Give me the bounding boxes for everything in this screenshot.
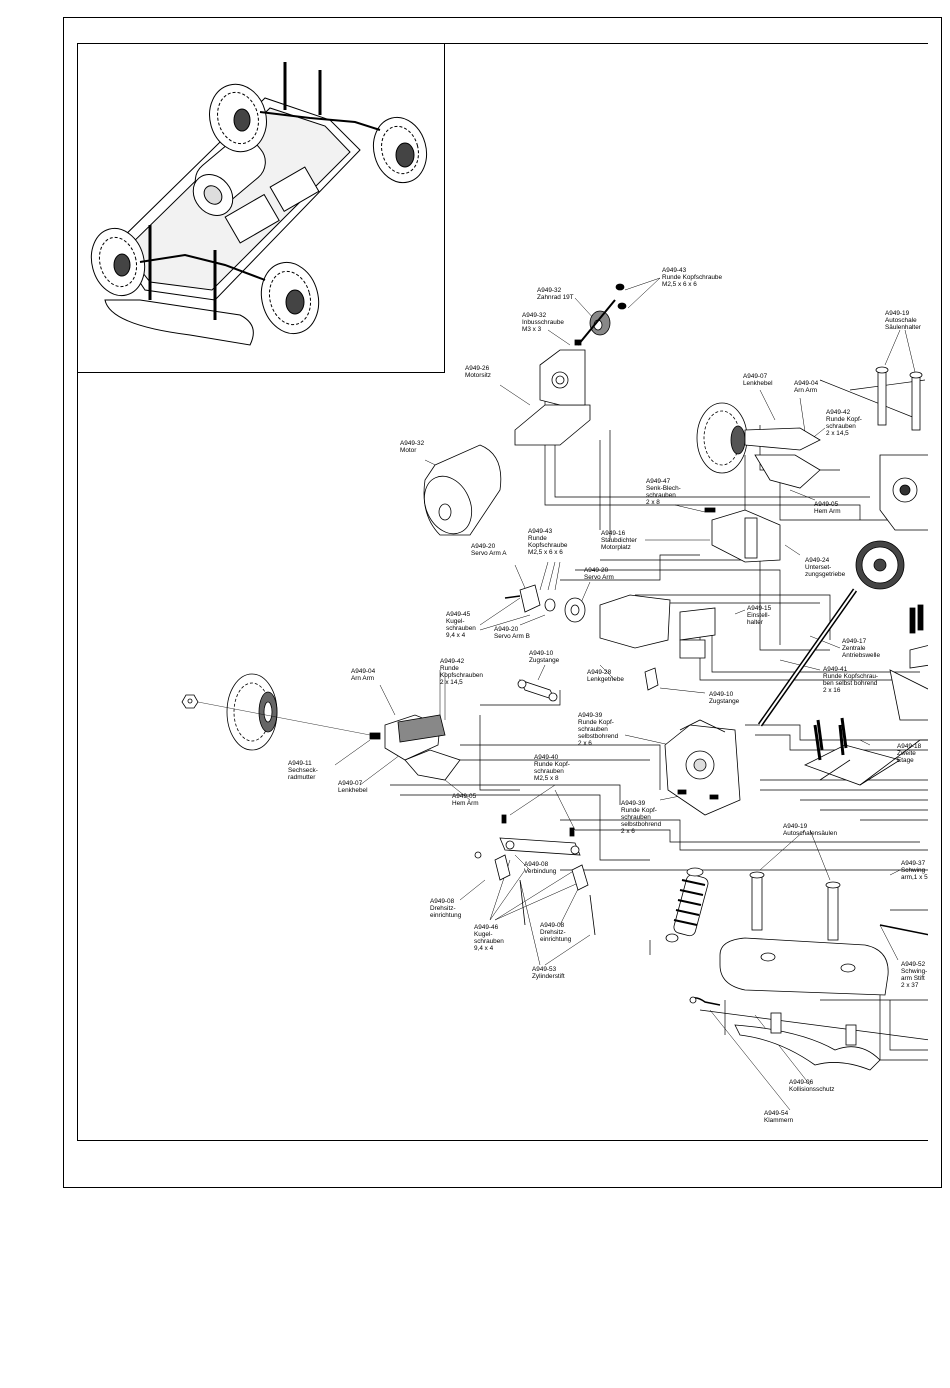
callout-a949-43-mid: A949-43 Runde Kopfschraube M2,5 x 6 x 6 — [528, 528, 568, 556]
steering-link — [474, 814, 596, 936]
spur-gear — [855, 540, 905, 590]
wheel-rear-right-exploded — [696, 402, 748, 474]
wheel-inset-front-right — [260, 261, 320, 335]
pinion-gear — [574, 283, 627, 346]
self-tapping-screws — [677, 717, 848, 800]
second-floor-plate — [803, 724, 928, 786]
callout-a949-32-allen-screw: A949-32 Inbusschraube M3 x 3 — [522, 312, 564, 333]
rear-gearbox — [879, 454, 928, 531]
callout-a949-08-right: A949-08 Drehsitz- einrichtung — [540, 922, 572, 943]
callout-a949-53: A949-53 Zylinderstift — [532, 966, 565, 980]
body-posts-front — [749, 871, 841, 941]
callout-a949-28: A949-28 Lenkgetriebe — [587, 669, 624, 683]
callout-a949-19-top: A949-19 Autoschale Säulenhalter — [885, 310, 921, 331]
callout-a949-07-top: A949-07 Lenkhebel — [743, 373, 773, 387]
callout-a949-18: A949-18 Zweite Etage — [897, 743, 922, 764]
callout-a949-20-servo-arm: A949-20 Servo Arm — [584, 567, 614, 581]
callout-a949-05-top: A949-05 Hem Arm — [814, 501, 841, 515]
page-border — [63, 17, 942, 1188]
wheel-inset-front-left — [90, 227, 146, 297]
assembled-chassis-illustration — [90, 62, 428, 346]
callout-a949-10-top: A949-10 Zugstange — [529, 650, 560, 664]
drag-links — [517, 667, 659, 702]
wheel-front-left-exploded — [226, 673, 278, 751]
rear-suspension-arms — [744, 427, 821, 489]
callout-a949-06: A949-06 Kollisionsschutz — [789, 1079, 835, 1093]
hex-wheel-nut — [181, 694, 371, 736]
wheel-inset-rear-left — [209, 83, 267, 153]
central-drive-shaft — [757, 588, 858, 727]
front-gearbox — [664, 719, 741, 816]
callout-a949-37: A949-37 Schwing arm,1 x 5 — [901, 860, 928, 881]
callout-a949-07-left: A949-07 Lenkhebel — [338, 780, 368, 794]
callout-a949-17: A949-17 Zentrale Antriebswelle — [842, 638, 881, 659]
diagram-frame — [77, 43, 928, 1141]
callout-a949-11: A949-11 Sechseck- radmutter — [288, 760, 318, 781]
front-bumper-block — [719, 937, 889, 996]
collision-guard — [734, 1012, 881, 1071]
callout-a949-42-top: A949-42 Runde Kopf- schrauben 2 x 14,5 — [826, 409, 862, 437]
callout-a949-05-left: A949-05 Hem Arm — [452, 793, 479, 807]
callout-a949-46: A949-46 Kugel- schrauben 9,4 x 4 — [474, 924, 504, 952]
callout-a949-20-arm-a: A949-20 Servo Arm A — [471, 543, 507, 557]
callout-a949-19-bottom: A949-19 Autoschalensäulen — [783, 823, 838, 837]
callout-a949-40: A949-40 Runde Kopf- schrauben M2,5 x 8 — [534, 754, 570, 782]
callout-a949-08-left: A949-08 Drehsitz- einrichtung — [430, 898, 462, 919]
callout-a949-43-top: A949-43 Runde Kopfschraube M2,5 x 6 x 6 — [662, 267, 723, 288]
callout-a949-41: A949-41 Runde Kopfschrau- ben selbst boh… — [823, 666, 879, 694]
assembled-chassis-inset — [77, 43, 445, 373]
callout-a949-16: A949-16 Staubdichter Motorplatz — [601, 530, 637, 551]
right-edge-parts — [879, 604, 928, 936]
callout-a949-32-motor: A949-32 Motor — [400, 440, 425, 454]
dustproof-motor-cover — [704, 507, 781, 563]
callout-a949-32-gear: A949-32 Zahnrad 19T — [537, 287, 574, 301]
callout-a949-15: A949-15 Einstell- halter — [747, 605, 772, 626]
callout-a949-04-top: A949-04 Arn Arm — [794, 380, 819, 394]
front-left-suspension — [369, 714, 461, 781]
callout-a949-54: A949-54 Klammern — [764, 1110, 794, 1124]
callout-a949-24: A949-24 Unterset- zungsgetriebe — [805, 557, 846, 578]
motor-cylinder-inset — [192, 137, 266, 216]
callout-a949-47: A949-47 Senk-Blech- schrauben 2 x 8 — [646, 478, 681, 506]
shock-absorber — [665, 867, 709, 943]
motor — [423, 444, 502, 536]
callout-a949-08-link: A949-08 Verbindung — [524, 861, 557, 875]
callout-a949-04-left: A949-04 Arn Arm — [351, 668, 376, 682]
assembly-guide-lines — [390, 379, 928, 1061]
servo-assembly — [504, 584, 671, 649]
wheel-inset-rear-right — [372, 116, 428, 184]
callout-a949-39-bottom: A949-39 Runde Kopf- schrauben selbstbohr… — [621, 800, 662, 835]
callout-a949-39-top: A949-39 Runde Kopf- schrauben selbstbohr… — [578, 712, 619, 747]
callout-a949-52: A949-52 Schwing- arm Stift 2 x 37 — [901, 961, 928, 989]
body-posts-rear — [875, 366, 923, 431]
motor-mount — [514, 349, 591, 446]
callout-a949-20-arm-b: A949-20 Servo Arm B — [494, 626, 530, 640]
callout-a949-10-bottom: A949-10 Zugstange — [709, 691, 740, 705]
callout-a949-26: A949-26 Motorsitz — [465, 365, 491, 379]
callout-a949-45: A949-45 Kugel- schrauben 9,4 x 4 — [446, 611, 476, 639]
adjustment-holder — [679, 607, 716, 659]
callout-a949-42-left: A949-42 Runde Kopfschrauben 2 x 14,5 — [440, 658, 483, 686]
clip — [689, 996, 721, 1006]
